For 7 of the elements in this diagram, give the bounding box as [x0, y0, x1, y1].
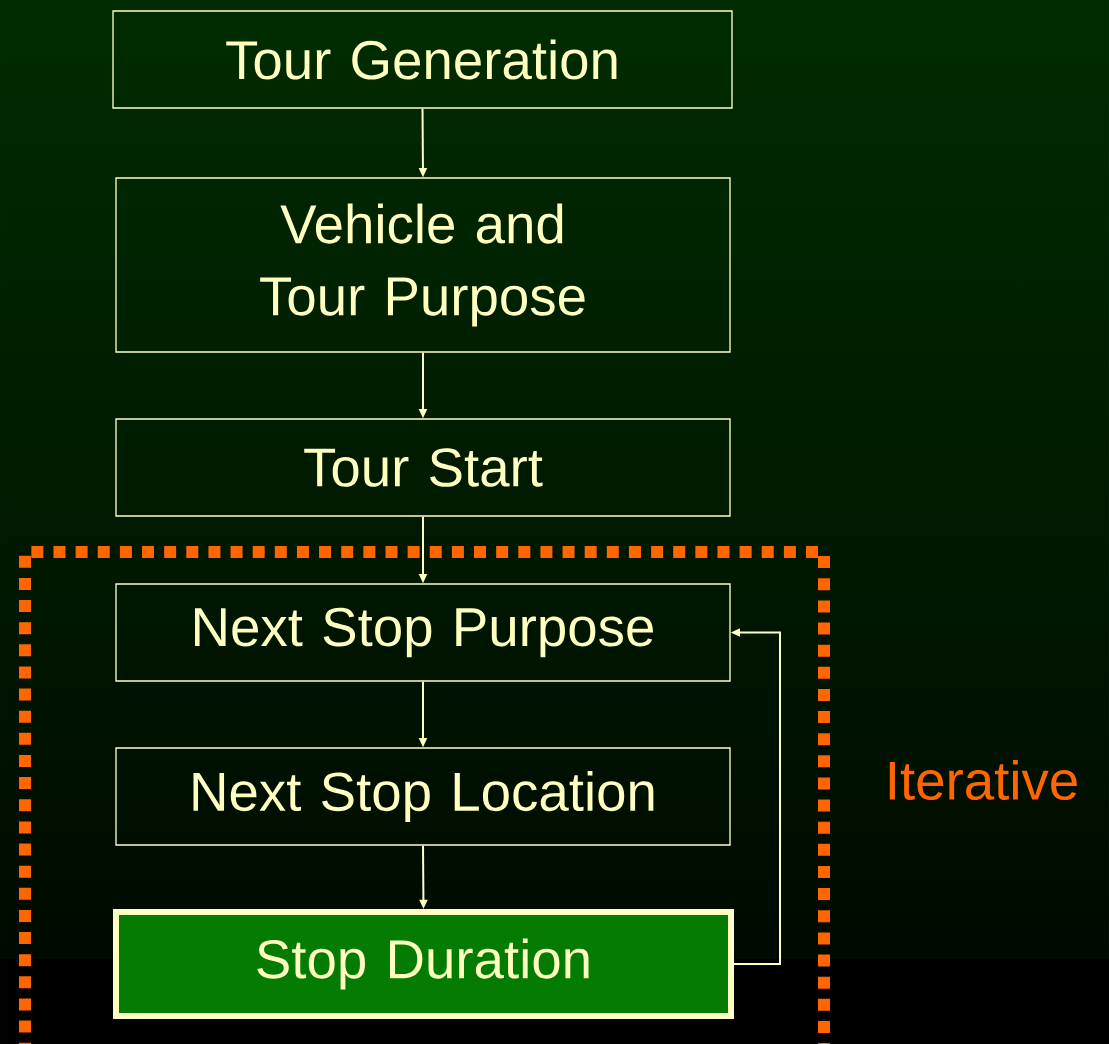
process-box: Vehicle and Tour Purpose [115, 177, 731, 353]
region-label: Iterative [889, 759, 1077, 801]
process-box: Next Stop Purpose [115, 583, 731, 682]
process-box: Tour Generation [112, 10, 733, 109]
process-box: Next Stop Location [115, 747, 731, 846]
highlighted-box: Stop Duration [113, 909, 734, 1019]
process-box: Tour Start [115, 418, 731, 517]
